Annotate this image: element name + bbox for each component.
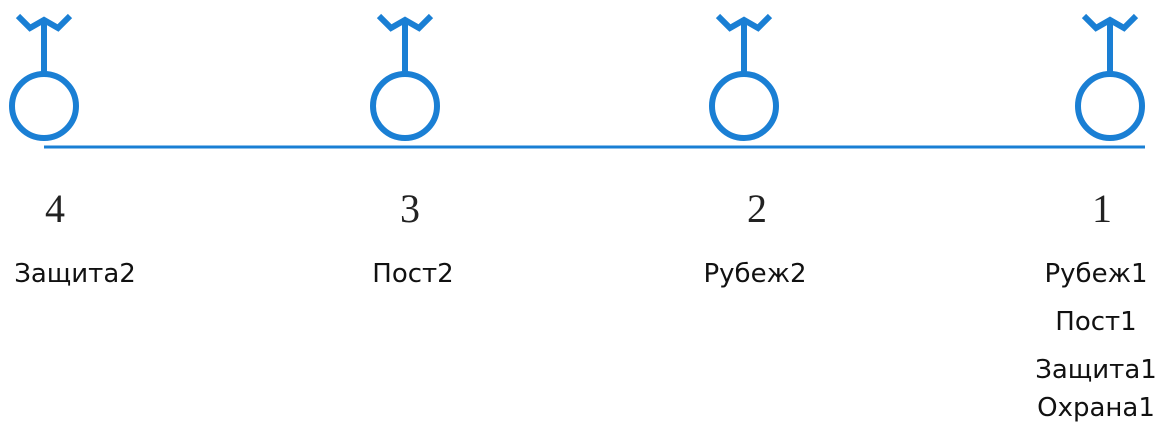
node-number: 1 (1092, 186, 1112, 231)
antenna-icon (370, 13, 440, 141)
node-label: Защита1 (1035, 355, 1157, 385)
node-label: Пост1 (1055, 307, 1136, 337)
antenna-icon (9, 13, 79, 141)
node-label: Охрана1 (1037, 393, 1155, 423)
node-number: 4 (45, 186, 65, 231)
node-label: Рубеж1 (1044, 259, 1147, 289)
node-1: 1 Рубеж1 Пост1 Защита1 Охрана1 (1035, 13, 1157, 423)
node-number: 2 (747, 186, 767, 231)
node-number: 3 (400, 186, 420, 231)
node-label: Защита2 (14, 259, 136, 289)
antenna-icon (709, 13, 779, 141)
node-label: Рубеж2 (703, 259, 806, 289)
node-2: 2 Рубеж2 (703, 13, 807, 289)
antenna-icon (1075, 13, 1145, 141)
node-3: 3 Пост2 (370, 13, 454, 289)
node-label: Пост2 (372, 259, 453, 289)
node-4: 4 Защита2 (9, 13, 136, 289)
